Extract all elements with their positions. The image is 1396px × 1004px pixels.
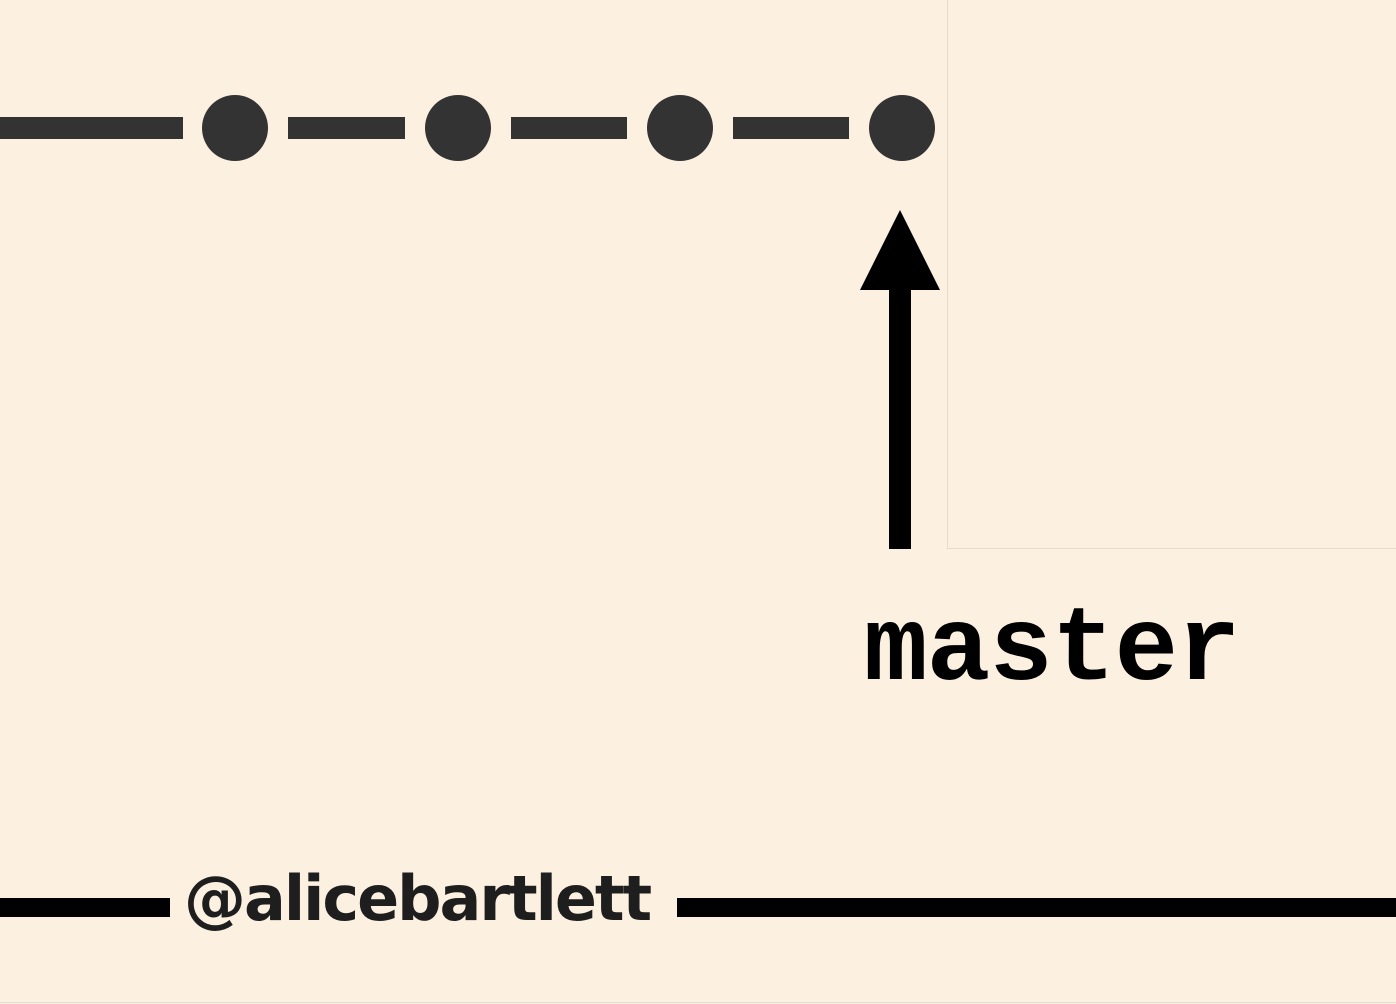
history-segment [511, 117, 627, 139]
branch-label-master: master [864, 591, 1241, 711]
commit-node [425, 95, 491, 161]
history-segment [288, 117, 405, 139]
commit-node [202, 95, 268, 161]
footer-rule-left [0, 898, 170, 917]
history-segment [0, 117, 183, 139]
branch-pointer-arrow [860, 210, 940, 549]
commit-node [869, 95, 935, 161]
commit-node [647, 95, 713, 161]
author-handle: @alicebartlett [184, 862, 652, 935]
commit-history-line [0, 117, 849, 139]
arrow-head [860, 210, 940, 290]
history-segment [733, 117, 849, 139]
commits [202, 95, 935, 161]
footer-rule [0, 898, 1396, 917]
arrow-shaft [889, 288, 911, 549]
footer-rule-right [677, 898, 1396, 917]
